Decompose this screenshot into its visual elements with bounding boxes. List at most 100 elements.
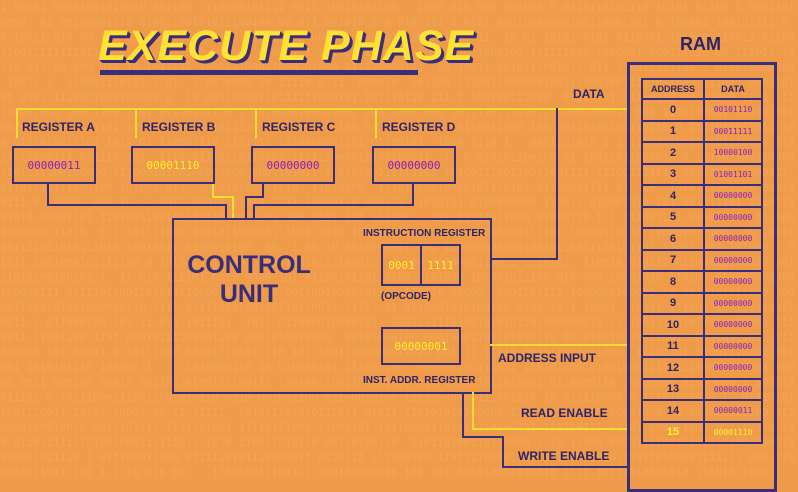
ram-address-cell: 10 bbox=[641, 313, 705, 337]
write-enable-wire-h1 bbox=[462, 436, 504, 438]
control-unit-label: CONTROL UNIT bbox=[184, 251, 314, 309]
ram-data-cell: 00101110 bbox=[703, 98, 763, 122]
ram-address-cell: 0 bbox=[641, 98, 705, 122]
wire-reg-d-across bbox=[253, 204, 414, 206]
title-underline bbox=[100, 70, 418, 75]
write-enable-wire-jog bbox=[502, 436, 504, 468]
write-enable-wire-v bbox=[462, 392, 464, 438]
register-b-box: 00001110 bbox=[131, 146, 215, 184]
ram-label: RAM bbox=[680, 34, 721, 54]
read-enable-wire-v bbox=[472, 392, 474, 430]
ram-header-row: ADDRESS DATA bbox=[641, 78, 763, 100]
read-enable-wire-h bbox=[472, 428, 628, 430]
ram-address-cell: 1 bbox=[641, 119, 705, 143]
ram-data-cell: 00000011 bbox=[703, 399, 763, 423]
ram-data-cell: 00000000 bbox=[703, 248, 763, 272]
ram-address-cell: 15 bbox=[641, 420, 705, 444]
control-unit-label-line1: CONTROL bbox=[187, 251, 311, 279]
wire-reg-c-down bbox=[262, 184, 264, 198]
read-enable-label: READ ENABLE bbox=[521, 406, 608, 420]
instruction-register-label: INSTRUCTION REGISTER bbox=[363, 228, 486, 239]
wire-reg-b-down bbox=[212, 184, 214, 198]
opcode-caption: (OPCODE) bbox=[381, 291, 431, 302]
address-input-wire bbox=[490, 344, 628, 346]
wire-cu-to-data-bus-h bbox=[490, 258, 558, 260]
ram-data-cell: 00000000 bbox=[703, 313, 763, 337]
ram-data-cell: 00000000 bbox=[703, 205, 763, 229]
wire-reg-a-down bbox=[47, 184, 49, 206]
ram-address-cell: 8 bbox=[641, 270, 705, 294]
ram-data-header: DATA bbox=[703, 78, 763, 100]
write-enable-label: WRITE ENABLE bbox=[518, 449, 610, 463]
register-a-label: REGISTER A bbox=[22, 120, 95, 134]
control-unit-label-line2: UNIT bbox=[219, 280, 279, 308]
ram-data-cell: 00000000 bbox=[703, 356, 763, 380]
write-enable-wire-h2 bbox=[502, 466, 628, 468]
register-c-box: 00000000 bbox=[251, 146, 335, 184]
ram-data-cell: 00000000 bbox=[703, 270, 763, 294]
ram-address-cell: 5 bbox=[641, 205, 705, 229]
control-unit-box bbox=[172, 218, 492, 394]
ram-data-cell: 00001110 bbox=[703, 420, 763, 444]
ram-address-cell: 11 bbox=[641, 334, 705, 358]
wire-reg-d-into-cu bbox=[253, 204, 255, 219]
register-c-label: REGISTER C bbox=[262, 120, 336, 134]
wire-reg-b-across bbox=[212, 196, 233, 198]
ram-data-cell: 00000000 bbox=[703, 377, 763, 401]
wire-reg-d-down bbox=[412, 184, 414, 206]
wire-reg-c-into-cu bbox=[245, 196, 247, 219]
ram-data-cell: 00000000 bbox=[703, 184, 763, 208]
wire-cu-to-data-bus-v bbox=[556, 108, 558, 260]
instruction-address-register-box: 00000001 bbox=[381, 327, 461, 365]
ram-data-cell: 00000000 bbox=[703, 227, 763, 251]
ram-address-cell: 7 bbox=[641, 248, 705, 272]
register-d-label: REGISTER D bbox=[382, 120, 456, 134]
ram-address-cell: 12 bbox=[641, 356, 705, 380]
register-b-label: REGISTER B bbox=[142, 120, 216, 134]
address-input-label: ADDRESS INPUT bbox=[498, 351, 597, 365]
page-title: EXECUTE PHASE bbox=[98, 22, 475, 70]
ram-address-cell: 14 bbox=[641, 399, 705, 423]
data-bus-drop-d bbox=[375, 108, 377, 138]
register-d-box: 00000000 bbox=[372, 146, 456, 184]
wire-reg-a-into-cu bbox=[225, 204, 227, 219]
ram-address-cell: 6 bbox=[641, 227, 705, 251]
ram-address-cell: 9 bbox=[641, 291, 705, 315]
wire-reg-a-across bbox=[47, 204, 227, 206]
ram-data-cell: 00000000 bbox=[703, 334, 763, 358]
wire-reg-c-across bbox=[245, 196, 264, 198]
data-bus-label: DATA bbox=[573, 87, 605, 101]
ram-data-cell: 01001101 bbox=[703, 162, 763, 186]
instruction-register-operand-cell: 1111 bbox=[420, 244, 461, 286]
data-bus-drop-a bbox=[16, 108, 18, 138]
ram-address-cell: 4 bbox=[641, 184, 705, 208]
data-bus-wire bbox=[16, 108, 628, 110]
ram-address-header: ADDRESS bbox=[641, 78, 705, 100]
ram-address-cell: 13 bbox=[641, 377, 705, 401]
data-bus-drop-b bbox=[135, 108, 137, 138]
ram-data-cell: 10000100 bbox=[703, 141, 763, 165]
ram-data-cell: 00000000 bbox=[703, 291, 763, 315]
instruction-register-opcode-cell: 0001 bbox=[381, 244, 422, 286]
instruction-address-register-label: INST. ADDR. REGISTER bbox=[363, 375, 476, 386]
ram-data-cell: 00011111 bbox=[703, 119, 763, 143]
ram-address-cell: 3 bbox=[641, 162, 705, 186]
register-a-box: 00000011 bbox=[12, 146, 96, 184]
data-bus-drop-c bbox=[255, 108, 257, 138]
wire-reg-b-into-cu bbox=[232, 196, 234, 219]
ram-address-cell: 2 bbox=[641, 141, 705, 165]
